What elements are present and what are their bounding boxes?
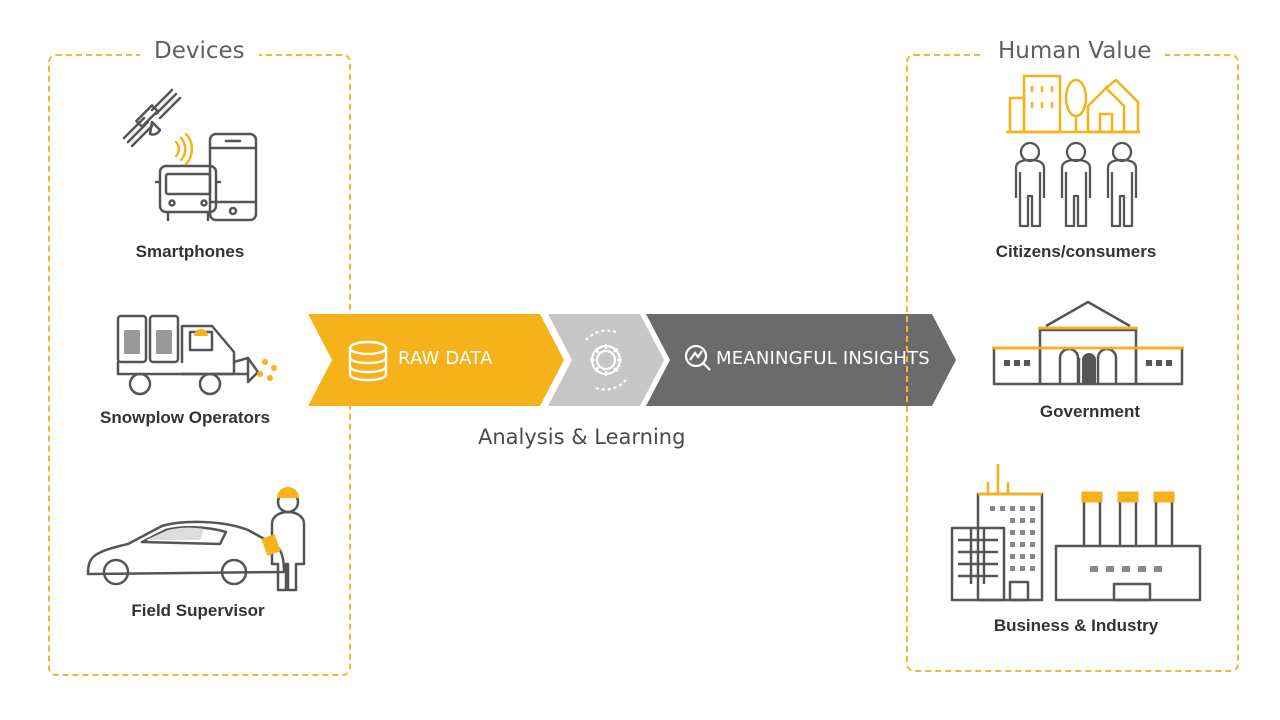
car-supervisor-icon — [86, 487, 306, 592]
office-factory-icon — [950, 464, 1202, 602]
device-label-field-supervisor: Field Supervisor — [131, 601, 265, 620]
human-value-title: Human Value — [984, 38, 1166, 64]
database-icon — [348, 340, 388, 382]
insights-arrow — [646, 314, 956, 406]
raw-data-arrow — [308, 314, 564, 406]
value-label-business-industry: Business & Industry — [993, 616, 1159, 635]
city-people-icon — [1006, 74, 1140, 228]
flow-diagram: RAW DATA MEANINGFUL INSIGHTS — [300, 310, 960, 414]
raw-data-label: RAW DATA — [398, 348, 493, 369]
human-value-panel: Human Value — [906, 38, 1239, 672]
device-label-smartphones: Smartphones — [135, 242, 245, 261]
flow-arrows — [308, 314, 956, 406]
devices-title: Devices — [140, 38, 259, 64]
value-label-citizens: Citizens/consumers — [995, 242, 1157, 261]
satellite-bus-phone-icon — [122, 88, 258, 222]
analysis-arrow — [548, 314, 664, 406]
snowplow-truck-icon — [116, 314, 277, 396]
device-label-snowplow: Snowplow Operators — [99, 408, 271, 427]
value-label-government: Government — [1039, 402, 1141, 421]
meaningful-insights-label: MEANINGFUL INSIGHTS — [716, 348, 930, 369]
magnifier-insight-icon — [684, 344, 711, 371]
government-building-icon — [992, 300, 1184, 386]
analysis-learning-caption: Analysis & Learning — [478, 425, 686, 449]
gear-cycle-icon — [585, 329, 627, 391]
